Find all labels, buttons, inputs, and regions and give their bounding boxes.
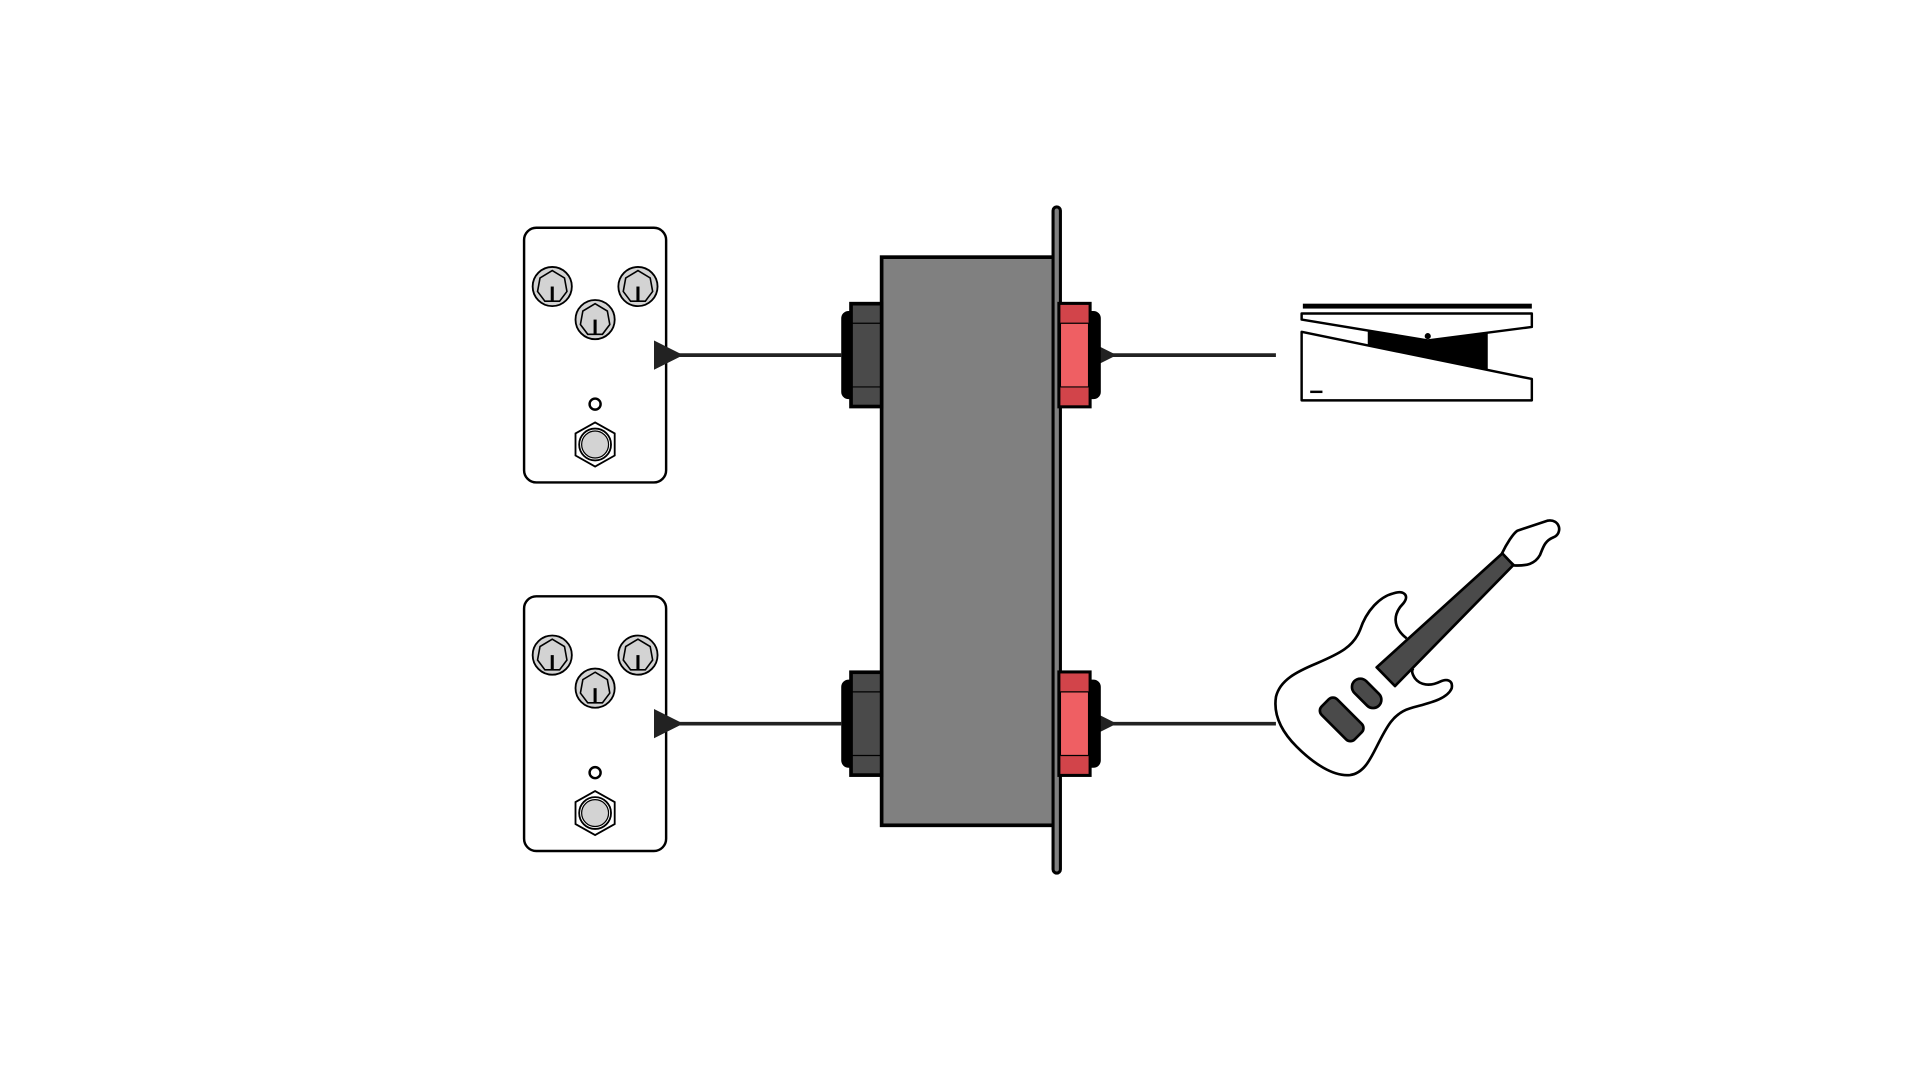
led-icon [588, 765, 602, 780]
guitar-icon [1274, 519, 1561, 777]
footswitch-icon [574, 421, 616, 468]
input-jack-top [1057, 301, 1101, 409]
knob-icon [573, 298, 617, 341]
knob-icon [531, 633, 574, 677]
footswitch-icon [574, 789, 616, 837]
output-jack-bottom [841, 670, 884, 777]
input-jack-bottom [1057, 670, 1101, 777]
output-jack-top [841, 301, 884, 409]
knob-icon [531, 265, 574, 308]
led-icon [588, 397, 602, 411]
knob-icon [616, 265, 660, 308]
effect-pedal-top [522, 226, 668, 484]
effect-pedal-bottom [522, 595, 668, 853]
knob-icon [573, 667, 617, 710]
knob-icon [616, 633, 660, 677]
expression-pedal-icon [1300, 303, 1534, 402]
enclosure-body [879, 255, 1058, 828]
interface-box [841, 205, 1101, 875]
